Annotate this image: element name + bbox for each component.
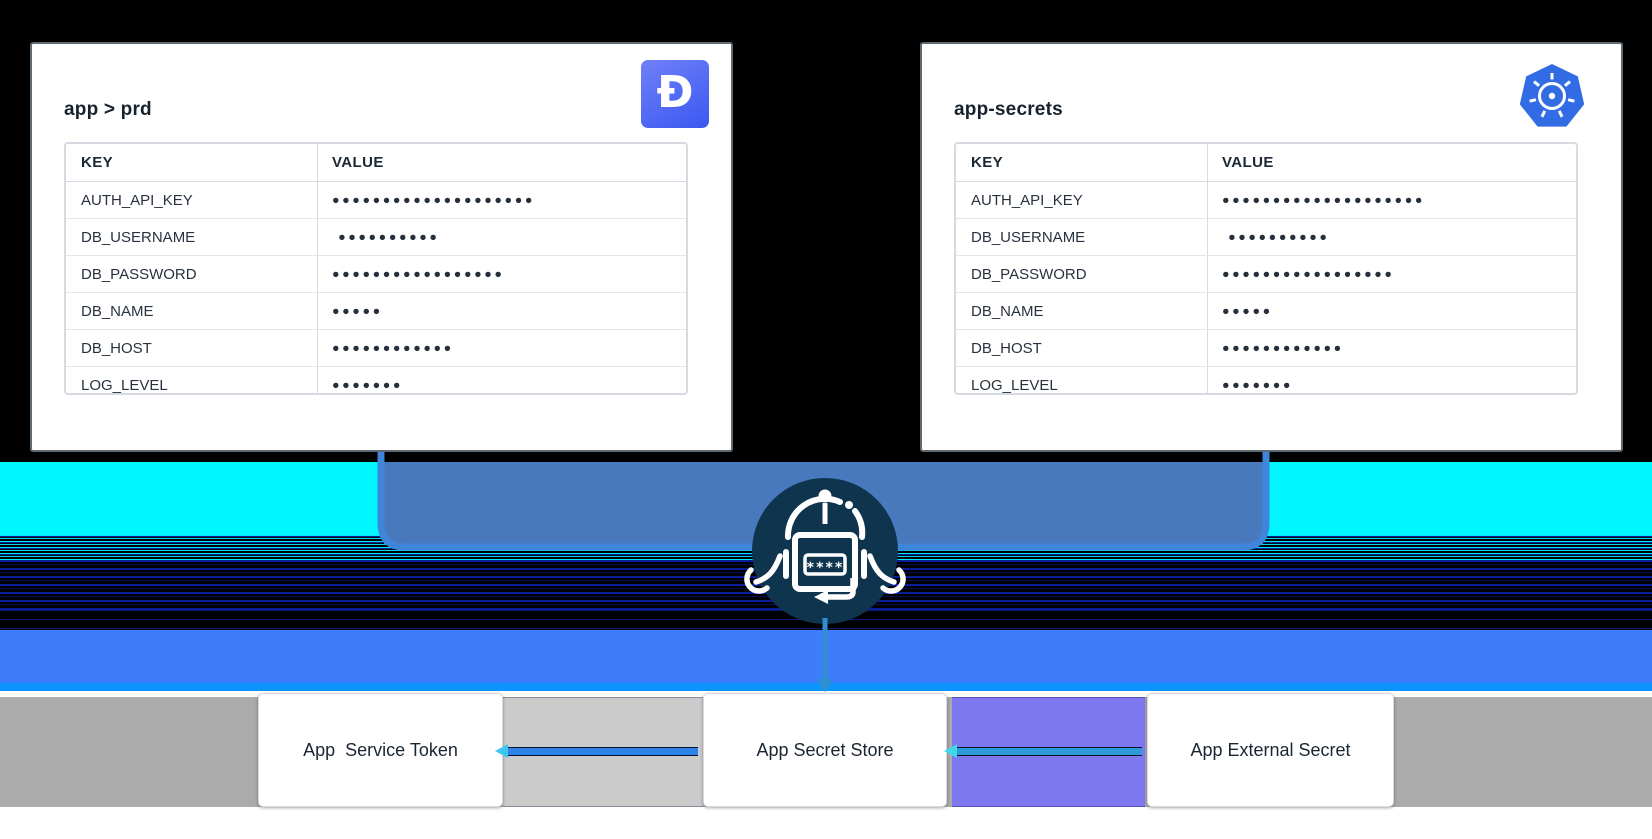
table-row: DB_HOST ●●●●●●●●●●●●	[956, 329, 1576, 366]
secret-value-masked: ●●●●●	[1222, 304, 1273, 318]
doppler-card-title: app > prd	[64, 99, 152, 120]
secret-key: DB_USERNAME	[66, 219, 318, 255]
app-service-token-label: App Service Token	[303, 739, 458, 760]
app-external-secret-label: App External Secret	[1190, 739, 1351, 760]
secret-key: DB_NAME	[956, 293, 1208, 329]
app-service-token-box: App Service Token	[258, 693, 503, 807]
table-row: AUTH_API_KEY ●●●●●●●●●●●●●●●●●●●●	[66, 182, 686, 218]
secret-value-masked: ●●●●●●●●●●●●●●●●●●●●	[1222, 193, 1426, 207]
bottom-white-strip	[0, 807, 1652, 839]
table-row: DB_PASSWORD ●●●●●●●●●●●●●●●●●	[66, 255, 686, 292]
secret-value-masked: ●●●●●●●●●●	[1222, 230, 1330, 244]
black-band	[0, 610, 1652, 630]
table-row: DB_NAME ●●●●●	[956, 292, 1576, 329]
doppler-glyph: Ɖ	[656, 66, 694, 118]
blue-band	[0, 630, 1652, 683]
value-column-header: VALUE	[332, 154, 384, 171]
stripe-band-upper	[0, 535, 1652, 560]
value-column-header: VALUE	[1222, 154, 1274, 171]
app-secret-store-box: App Secret Store	[703, 693, 947, 807]
secret-value-masked: ●●●●●●●●●●●●	[1222, 341, 1344, 355]
key-column-header: KEY	[66, 144, 318, 181]
token-flow-line	[506, 747, 698, 756]
doppler-secrets-card: app > prd Ɖ KEY VALUE AUTH_API_KEY●●●●●●…	[30, 42, 733, 452]
app-secret-store-label: App Secret Store	[756, 739, 894, 760]
table-row: DB_USERNAME ●●●●●●●●●●	[66, 218, 686, 255]
table-row: DB_PASSWORD ●●●●●●●●●●●●●●●●●	[956, 255, 1576, 292]
table-row: DB_HOST ●●●●●●●●●●●●	[66, 329, 686, 366]
table-row: DB_NAME ●●●●●	[66, 292, 686, 329]
bright-blue-line	[0, 683, 1652, 691]
secret-key: LOG_LEVEL	[66, 367, 318, 393]
table-row: LOG_LEVEL ●●●●●●●	[956, 366, 1576, 393]
secret-key: DB_HOST	[66, 330, 318, 366]
table-row: LOG_LEVEL ●●●●●●●	[66, 366, 686, 393]
table-header-row: KEY VALUE	[956, 144, 1576, 182]
k8s-secrets-table: KEY VALUE AUTH_API_KEY●●●●●●●●●●●●●●●●●●…	[954, 142, 1578, 395]
secret-value-masked: ●●●●●●●●●●●●●●●●●	[332, 267, 505, 281]
stripe-band-lower	[0, 560, 1652, 610]
doppler-icon: Ɖ	[641, 60, 709, 128]
app-external-secret-box: App External Secret	[1147, 693, 1394, 807]
table-body: AUTH_API_KEY ●●●●●●●●●●●●●●●●●●●● DB_USERN…	[66, 182, 686, 393]
secret-key: AUTH_API_KEY	[66, 182, 318, 218]
secret-flow-line	[955, 747, 1142, 756]
secret-key: LOG_LEVEL	[956, 367, 1208, 393]
token-flow-arrowhead	[495, 744, 508, 758]
cyan-band	[0, 462, 1652, 535]
secret-value-masked: ●●●●●●●●●●●●●●●●●●●●	[332, 193, 536, 207]
secret-key: DB_HOST	[956, 330, 1208, 366]
secret-value-masked: ●●●●●●●●●●	[332, 230, 440, 244]
k8s-wheel-hub	[1548, 92, 1556, 100]
kubernetes-secrets-card: app-secrets KEY VALUE	[920, 42, 1623, 452]
table-header-row: KEY VALUE	[66, 144, 686, 182]
k8s-helm-wheel	[1529, 73, 1575, 118]
secret-value-masked: ●●●●●	[332, 304, 383, 318]
table-row: AUTH_API_KEY ●●●●●●●●●●●●●●●●●●●●	[956, 182, 1576, 218]
secret-value-masked: ●●●●●●●	[1222, 378, 1294, 392]
key-column-header: KEY	[956, 144, 1208, 181]
doppler-secrets-table: KEY VALUE AUTH_API_KEY●●●●●●●●●●●●●●●●●●…	[64, 142, 688, 395]
secret-key: AUTH_API_KEY	[956, 182, 1208, 218]
secret-value-masked: ●●●●●●●●●●●●●●●●●	[1222, 267, 1395, 281]
k8s-card-title: app-secrets	[954, 99, 1063, 120]
secret-key: DB_NAME	[66, 293, 318, 329]
table-body: AUTH_API_KEY ●●●●●●●●●●●●●●●●●●●● DB_USERN…	[956, 182, 1576, 393]
secret-flow-arrowhead	[944, 744, 957, 758]
secret-key: DB_PASSWORD	[66, 256, 318, 292]
kubernetes-icon	[1519, 64, 1585, 130]
secret-key: DB_PASSWORD	[956, 256, 1208, 292]
kubernetes-logo-svg	[1519, 64, 1585, 127]
secret-value-masked: ●●●●●●●	[332, 378, 404, 392]
secret-value-masked: ●●●●●●●●●●●●	[332, 341, 454, 355]
table-row: DB_USERNAME ●●●●●●●●●●	[956, 218, 1576, 255]
secret-key: DB_USERNAME	[956, 219, 1208, 255]
